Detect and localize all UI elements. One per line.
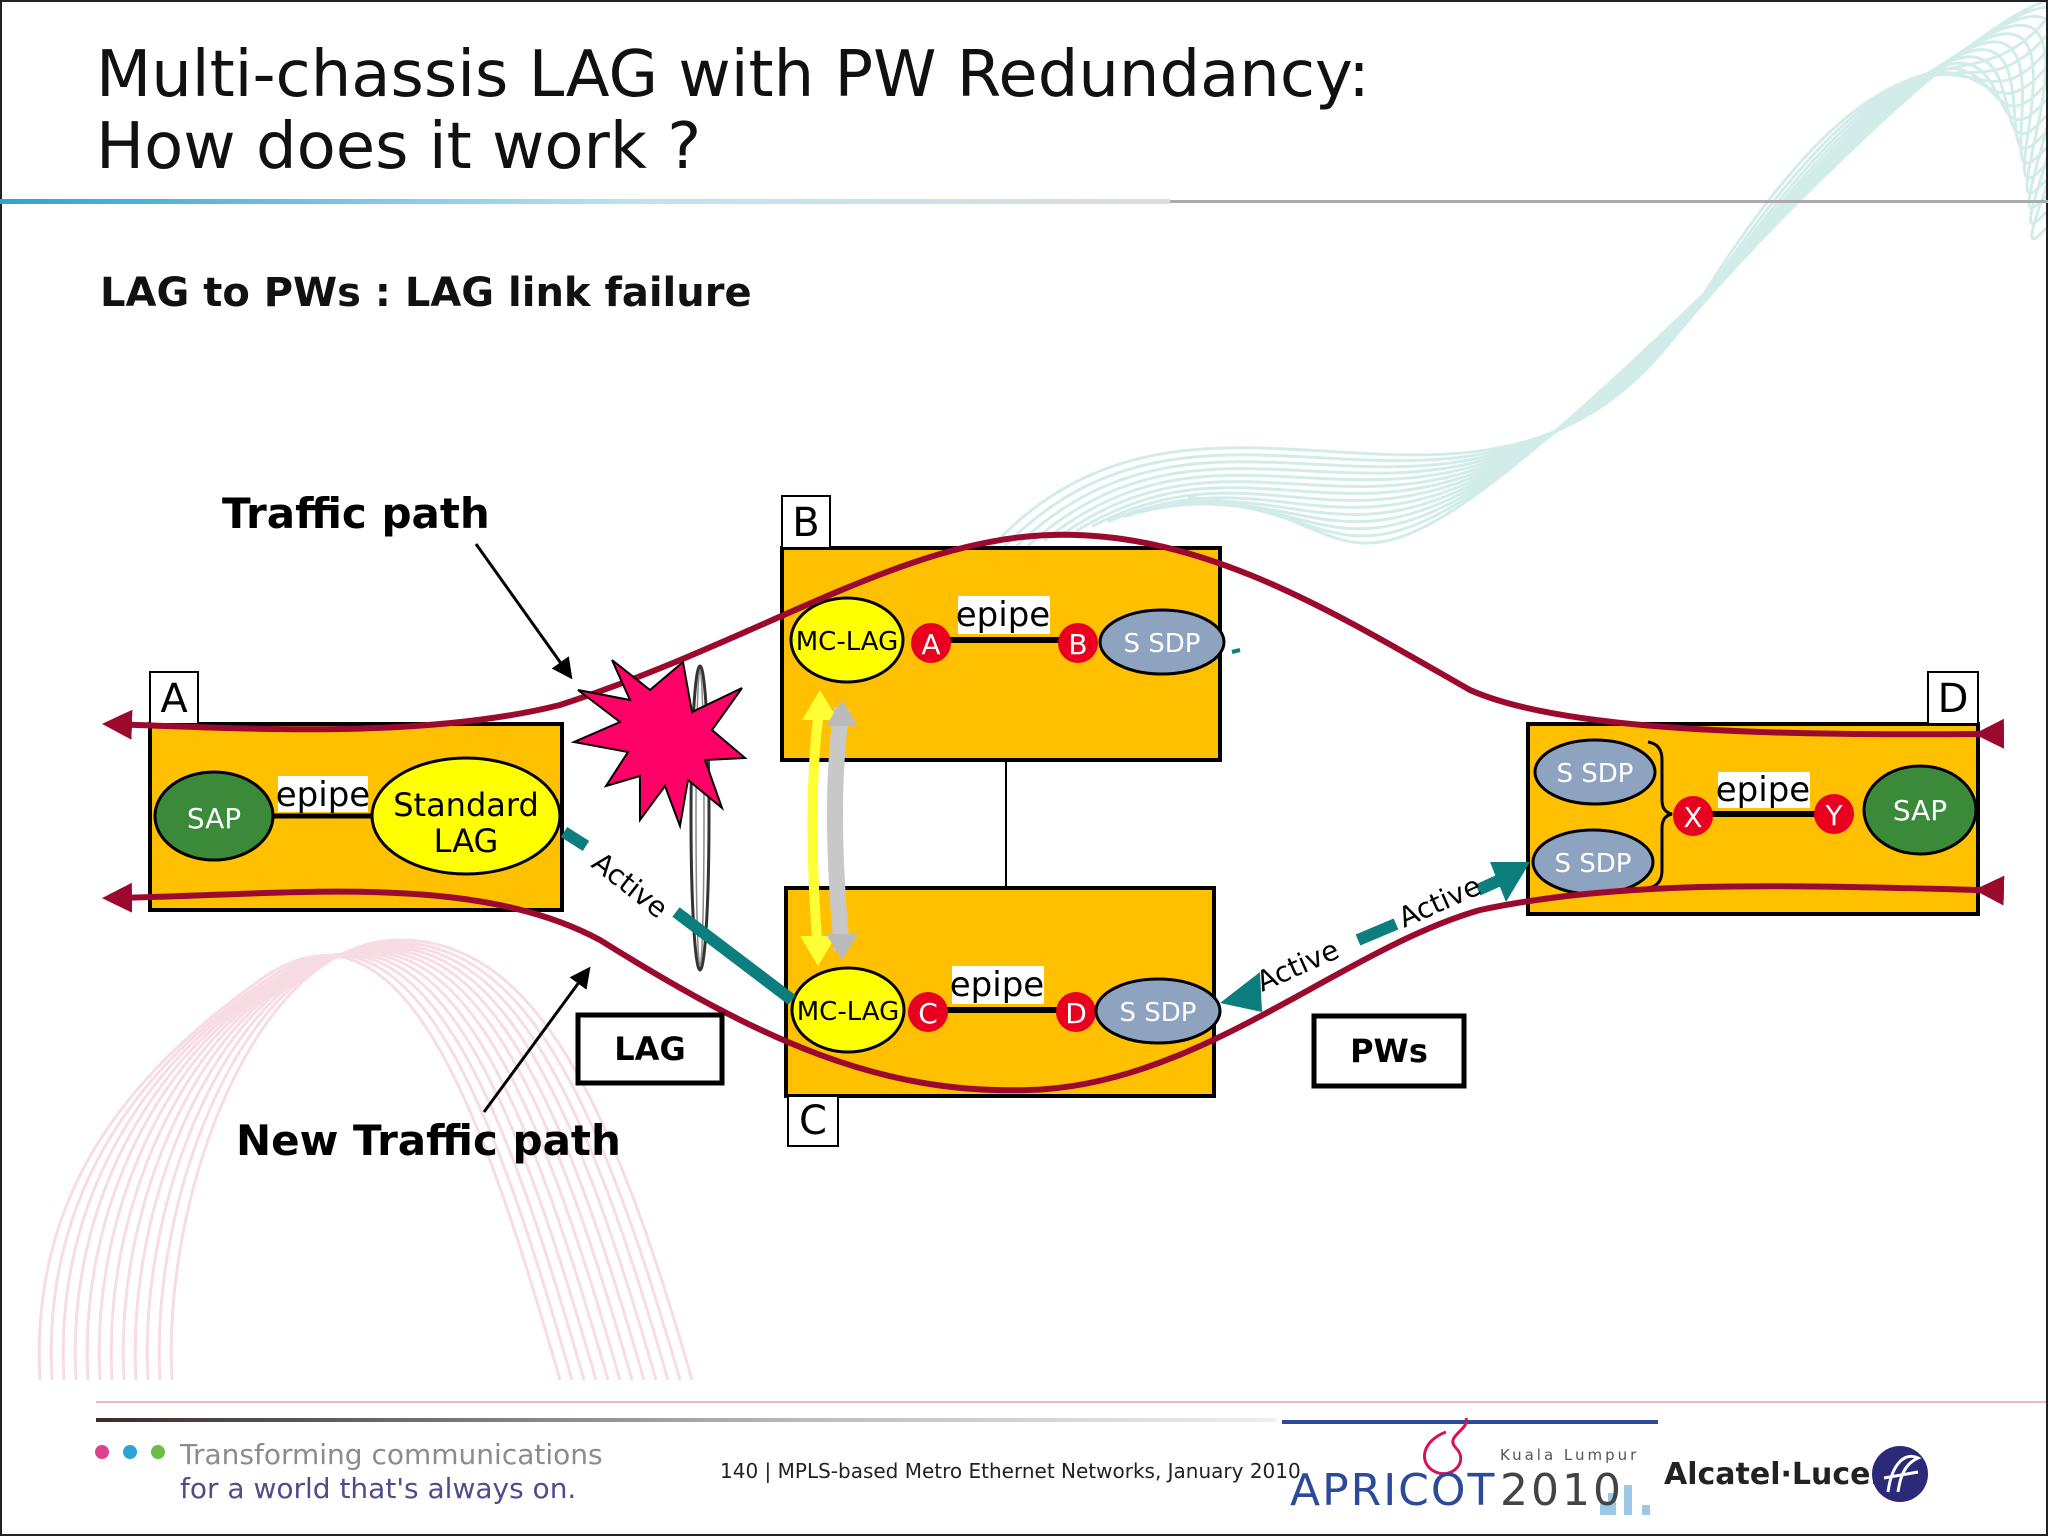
traffic-path-pointer [474,543,573,680]
pws-label: PWs [1350,1032,1428,1070]
apricot-logo: Kuala Lumpur APRICOT 2010 [1282,1417,1658,1516]
page-title-line1: Multi-chassis LAG with PW Redundancy: [96,38,1370,112]
link-failure-burst-icon [570,659,748,830]
traffic-path-original [102,531,2005,749]
node-a-sap-label: SAP [187,802,241,835]
node-c-point-c[interactable] [908,992,948,1032]
pws-label-box [1311,1013,1467,1089]
node-c-epipe-label: epipe [950,965,1044,1005]
node-a-lag-line1: Standard [393,786,539,824]
lag-label-box [575,1012,725,1086]
node-c-sdp[interactable] [1094,977,1222,1045]
background-waves [37,0,2048,1381]
node-b-point-b-label: B [1068,628,1087,661]
node-b-label: B [792,500,819,546]
node-a[interactable]: A epipe SAP Standard LAG [148,671,564,912]
apricot-year: 2010 [1500,1465,1624,1516]
node-b-sdp[interactable] [1098,608,1226,676]
node-c-point-d-label: D [1065,997,1087,1030]
node-c-label-box [787,1095,839,1147]
node-c-mclag[interactable] [790,966,906,1054]
title-underline-right [1170,200,2048,203]
active-lag-link [560,826,796,1005]
node-d-label: D [1938,676,1969,722]
node-d-sdp-bottom-label: S SDP [1555,849,1632,879]
footer-tagline-line1: Transforming communications [179,1438,603,1471]
node-b-point-a-label: A [921,628,940,661]
node-d-sap[interactable] [1862,764,1978,856]
active-lag-label: Active [586,846,675,925]
node-c-point-d[interactable] [1056,992,1096,1032]
node-d-epipe-label: epipe [1716,770,1810,810]
node-c-sdp-label: S SDP [1120,998,1197,1028]
node-d-sap-label: SAP [1893,794,1947,827]
active-pw-link [1220,648,1530,1012]
node-c-point-c-label: C [918,997,938,1030]
node-a-sap[interactable] [153,770,275,862]
node-d[interactable]: D epipe S SDP S SDP X Y SAP [1526,671,1980,916]
node-a-standard-lag[interactable] [370,756,562,876]
node-d-sdp-top-label: S SDP [1557,759,1634,789]
node-d-point-x[interactable] [1673,796,1713,836]
node-a-epipe-label: epipe [276,775,370,815]
slide-subtitle: LAG to PWs : LAG link failure [100,270,752,316]
node-b-mclag-label: MC-LAG [796,627,899,657]
active-pw-label-left: Active [1251,933,1344,998]
node-b-label-box [781,495,831,549]
footer-rule-dark [96,1418,1276,1422]
title-underline [0,199,1170,204]
node-b-sdp-label: S SDP [1124,629,1201,659]
footer-dots-icon [95,1445,165,1459]
traffic-path-new [102,875,2005,1094]
lag-bundle-ellipse [689,664,711,972]
brand-name: Alcatel·Lucent [1664,1457,1906,1492]
node-a-lag-line2: LAG [434,822,499,860]
node-d-point-x-label: X [1683,801,1702,834]
apricot-name: APRICOT [1290,1465,1496,1516]
traffic-path-label: Traffic path [222,489,490,538]
page-title-line2: How does it work ? [96,110,701,184]
footer-page-info: 140 | MPLS-based Metro Ethernet Networks… [720,1459,1301,1483]
new-traffic-path-label: New Traffic path [236,1116,621,1165]
footer-tagline-line2: for a world that's always on. [180,1472,576,1505]
node-b-point-a[interactable] [911,623,951,663]
node-c-label: C [799,1098,827,1144]
node-b-mclag[interactable] [789,596,905,684]
footer-rule-pink [96,1401,2046,1403]
node-d-point-y[interactable] [1814,794,1854,834]
lag-label: LAG [614,1030,685,1068]
node-c-mclag-label: MC-LAG [797,997,900,1027]
node-a-label: A [160,676,188,722]
alcatel-lucent-logo-icon [1872,1446,1928,1502]
apricot-city: Kuala Lumpur [1500,1446,1639,1464]
node-d-point-y-label: Y [1824,799,1843,832]
node-b-epipe-label: epipe [956,595,1050,635]
node-b-point-b[interactable] [1058,623,1098,663]
node-c[interactable]: C epipe MC-LAG C D S SDP [784,886,1222,1147]
new-traffic-path-pointer [482,966,591,1113]
